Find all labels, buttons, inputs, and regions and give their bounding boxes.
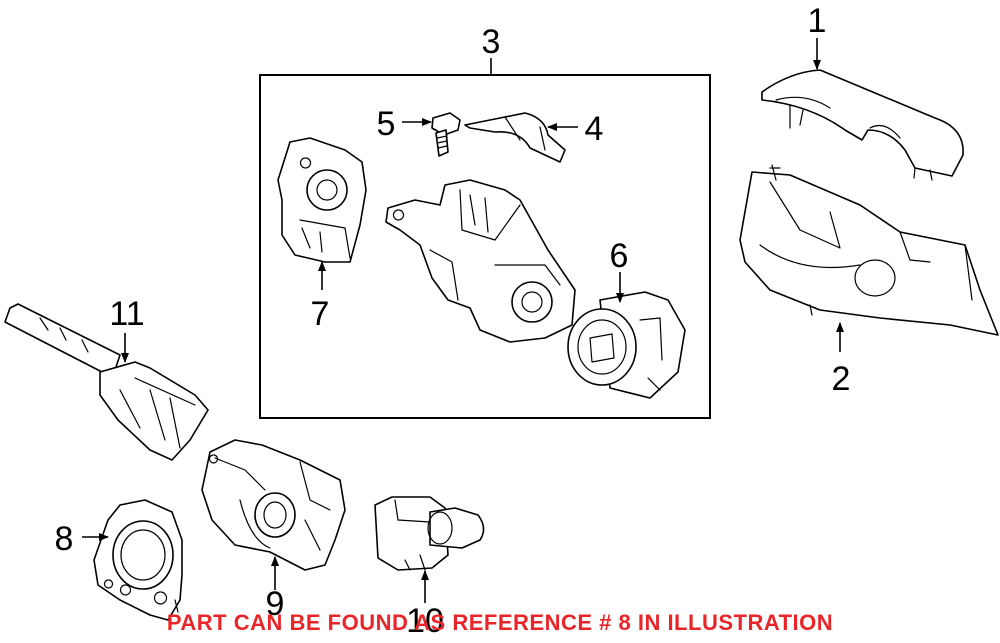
callout-8: 8 xyxy=(55,520,74,558)
callout-5: 5 xyxy=(377,105,396,143)
callout-1: 1 xyxy=(808,2,827,40)
part-10-switch[interactable] xyxy=(374,496,485,571)
part-2-lower-cover[interactable] xyxy=(739,164,999,336)
lock-housing xyxy=(385,179,576,343)
part-8-angle-sensor[interactable] xyxy=(93,499,183,621)
callout-10: 10 xyxy=(406,602,444,640)
part-11-combination-switch[interactable] xyxy=(4,303,209,461)
part-5-bolt[interactable] xyxy=(431,112,461,157)
callout-11: 11 xyxy=(109,295,144,333)
callout-9: 9 xyxy=(266,585,285,623)
part-9-cable-reel[interactable] xyxy=(201,439,346,571)
callout-2: 2 xyxy=(832,360,851,398)
callout-7: 7 xyxy=(311,295,330,333)
callout-3: 3 xyxy=(482,23,501,61)
callout-4: 4 xyxy=(585,110,604,148)
part-7-switch[interactable] xyxy=(277,137,367,263)
callout-6: 6 xyxy=(610,237,629,275)
part-4-bracket[interactable] xyxy=(464,112,566,163)
part-6-ignition-ring[interactable] xyxy=(567,291,686,399)
part-1-upper-cover[interactable] xyxy=(761,69,964,181)
reference-note: PART CAN BE FOUND AS REFERENCE # 8 IN IL… xyxy=(166,610,834,635)
assembly-frame xyxy=(259,74,711,419)
